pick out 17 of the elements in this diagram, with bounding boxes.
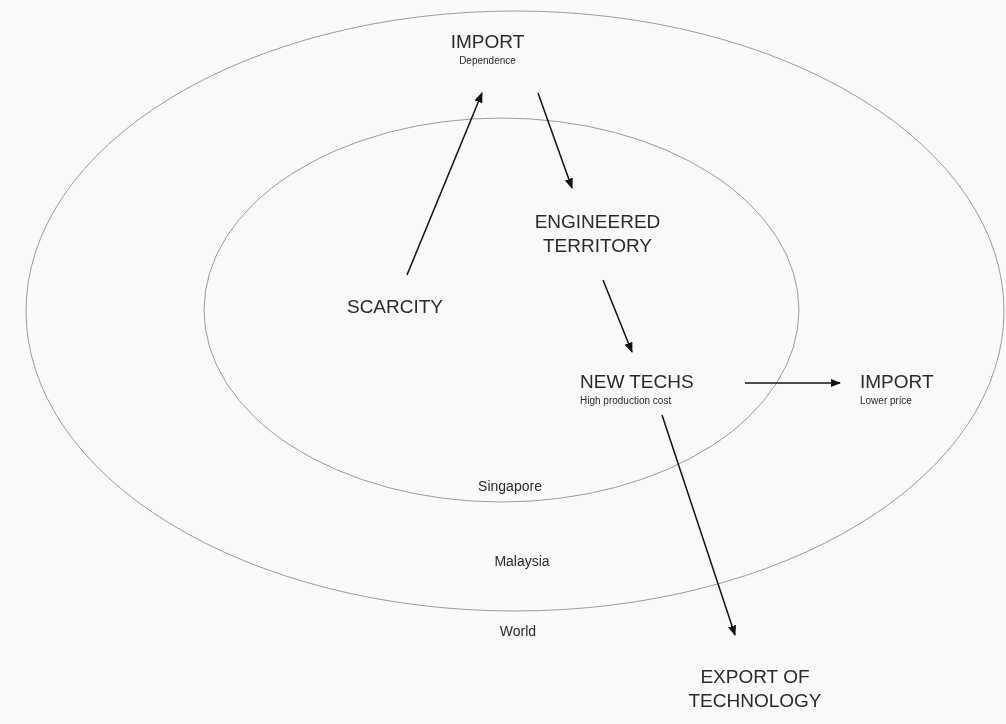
node-subtitle: Lower price xyxy=(860,394,913,408)
node-title: IMPORT xyxy=(860,370,935,394)
region-label: Malaysia xyxy=(494,553,550,569)
node-title: NEW TECHS xyxy=(580,370,695,394)
node-title: ENGINEERED TERRITORY xyxy=(533,210,662,258)
region-label: Singapore xyxy=(478,478,542,494)
arrow xyxy=(537,92,573,189)
node-subtitle: Dependence xyxy=(458,54,517,68)
arrow xyxy=(602,279,633,353)
arrow xyxy=(744,378,842,388)
arrow xyxy=(661,414,736,636)
arrow xyxy=(406,92,483,276)
node-subtitle: High production cost xyxy=(580,394,673,408)
node-title: EXPORT OF TECHNOLOGY xyxy=(687,665,823,713)
node-title: IMPORT xyxy=(449,30,526,54)
node-title: SCARCITY xyxy=(345,295,445,319)
region-label: World xyxy=(499,623,537,639)
